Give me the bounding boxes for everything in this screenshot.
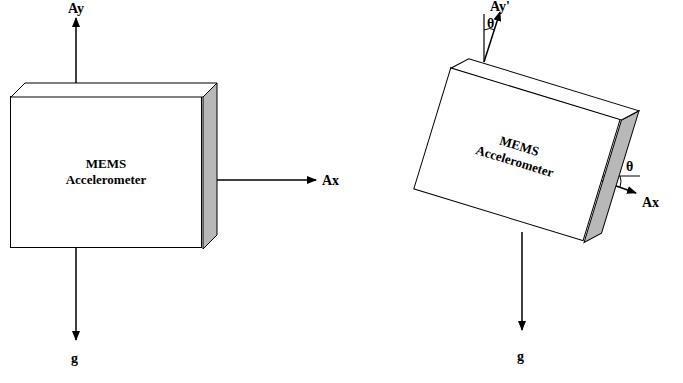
- gravity-label: g: [71, 352, 78, 366]
- axis-label: Ay: [68, 2, 84, 16]
- g-arrow: [75, 248, 77, 340]
- gravity-label: g: [517, 350, 524, 364]
- block-label: MEMS Accelerometer: [61, 156, 151, 189]
- angle-label: θ: [626, 160, 633, 174]
- angle-arc: [620, 176, 621, 187]
- ax-arrow: [214, 179, 316, 181]
- ay-prime-arrow: [484, 12, 500, 62]
- vertical-reference: [483, 14, 484, 62]
- angle-label: θ: [487, 17, 494, 31]
- axis-label: Ax: [642, 196, 659, 210]
- accelerometer-block: MEMS Accelerometer: [413, 67, 621, 241]
- g-arrow: [521, 232, 523, 330]
- axis-label: Ay': [490, 0, 510, 14]
- axis-label: Ax: [322, 174, 339, 188]
- accelerometer-block: MEMS Accelerometer: [10, 96, 202, 248]
- block-label: MEMS Accelerometer: [469, 125, 565, 182]
